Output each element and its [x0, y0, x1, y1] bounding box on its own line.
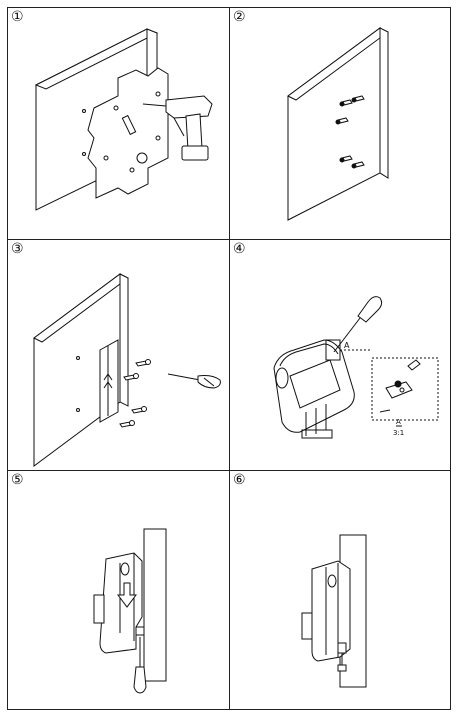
- step-number: ②: [233, 9, 246, 25]
- mounted-device-illustration: [301, 534, 367, 688]
- step-number: ④: [233, 241, 246, 257]
- insert-anchors-illustration: [287, 27, 389, 221]
- panel-step-1: ①: [8, 8, 229, 239]
- step-number: ①: [11, 9, 24, 25]
- panel-step-5: ⑤: [8, 471, 229, 711]
- panel-step-2: ②: [230, 8, 452, 239]
- step-number: ⑤: [11, 472, 24, 488]
- row-divider-1: [8, 239, 450, 240]
- fix-bracket-illustration: [33, 273, 221, 467]
- scale-label-bottom: 3:1: [393, 429, 404, 437]
- step-number: ⑥: [233, 472, 246, 488]
- panel-step-6: ⑥: [230, 471, 452, 711]
- column-divider: [229, 8, 230, 709]
- drill-mounting-plate-illustration: [34, 28, 213, 211]
- step-number: ③: [11, 241, 24, 257]
- panel-step-4: ④ A: [230, 240, 452, 470]
- scale-label-top: A: [396, 418, 401, 426]
- open-cover-illustration: A A 3:1: [273, 296, 439, 439]
- row-divider-2: [8, 470, 450, 471]
- hang-device-illustration: [93, 528, 167, 694]
- panel-step-3: ③: [8, 240, 229, 470]
- callout-letter: A: [344, 341, 350, 350]
- instruction-sheet: ①: [7, 7, 451, 710]
